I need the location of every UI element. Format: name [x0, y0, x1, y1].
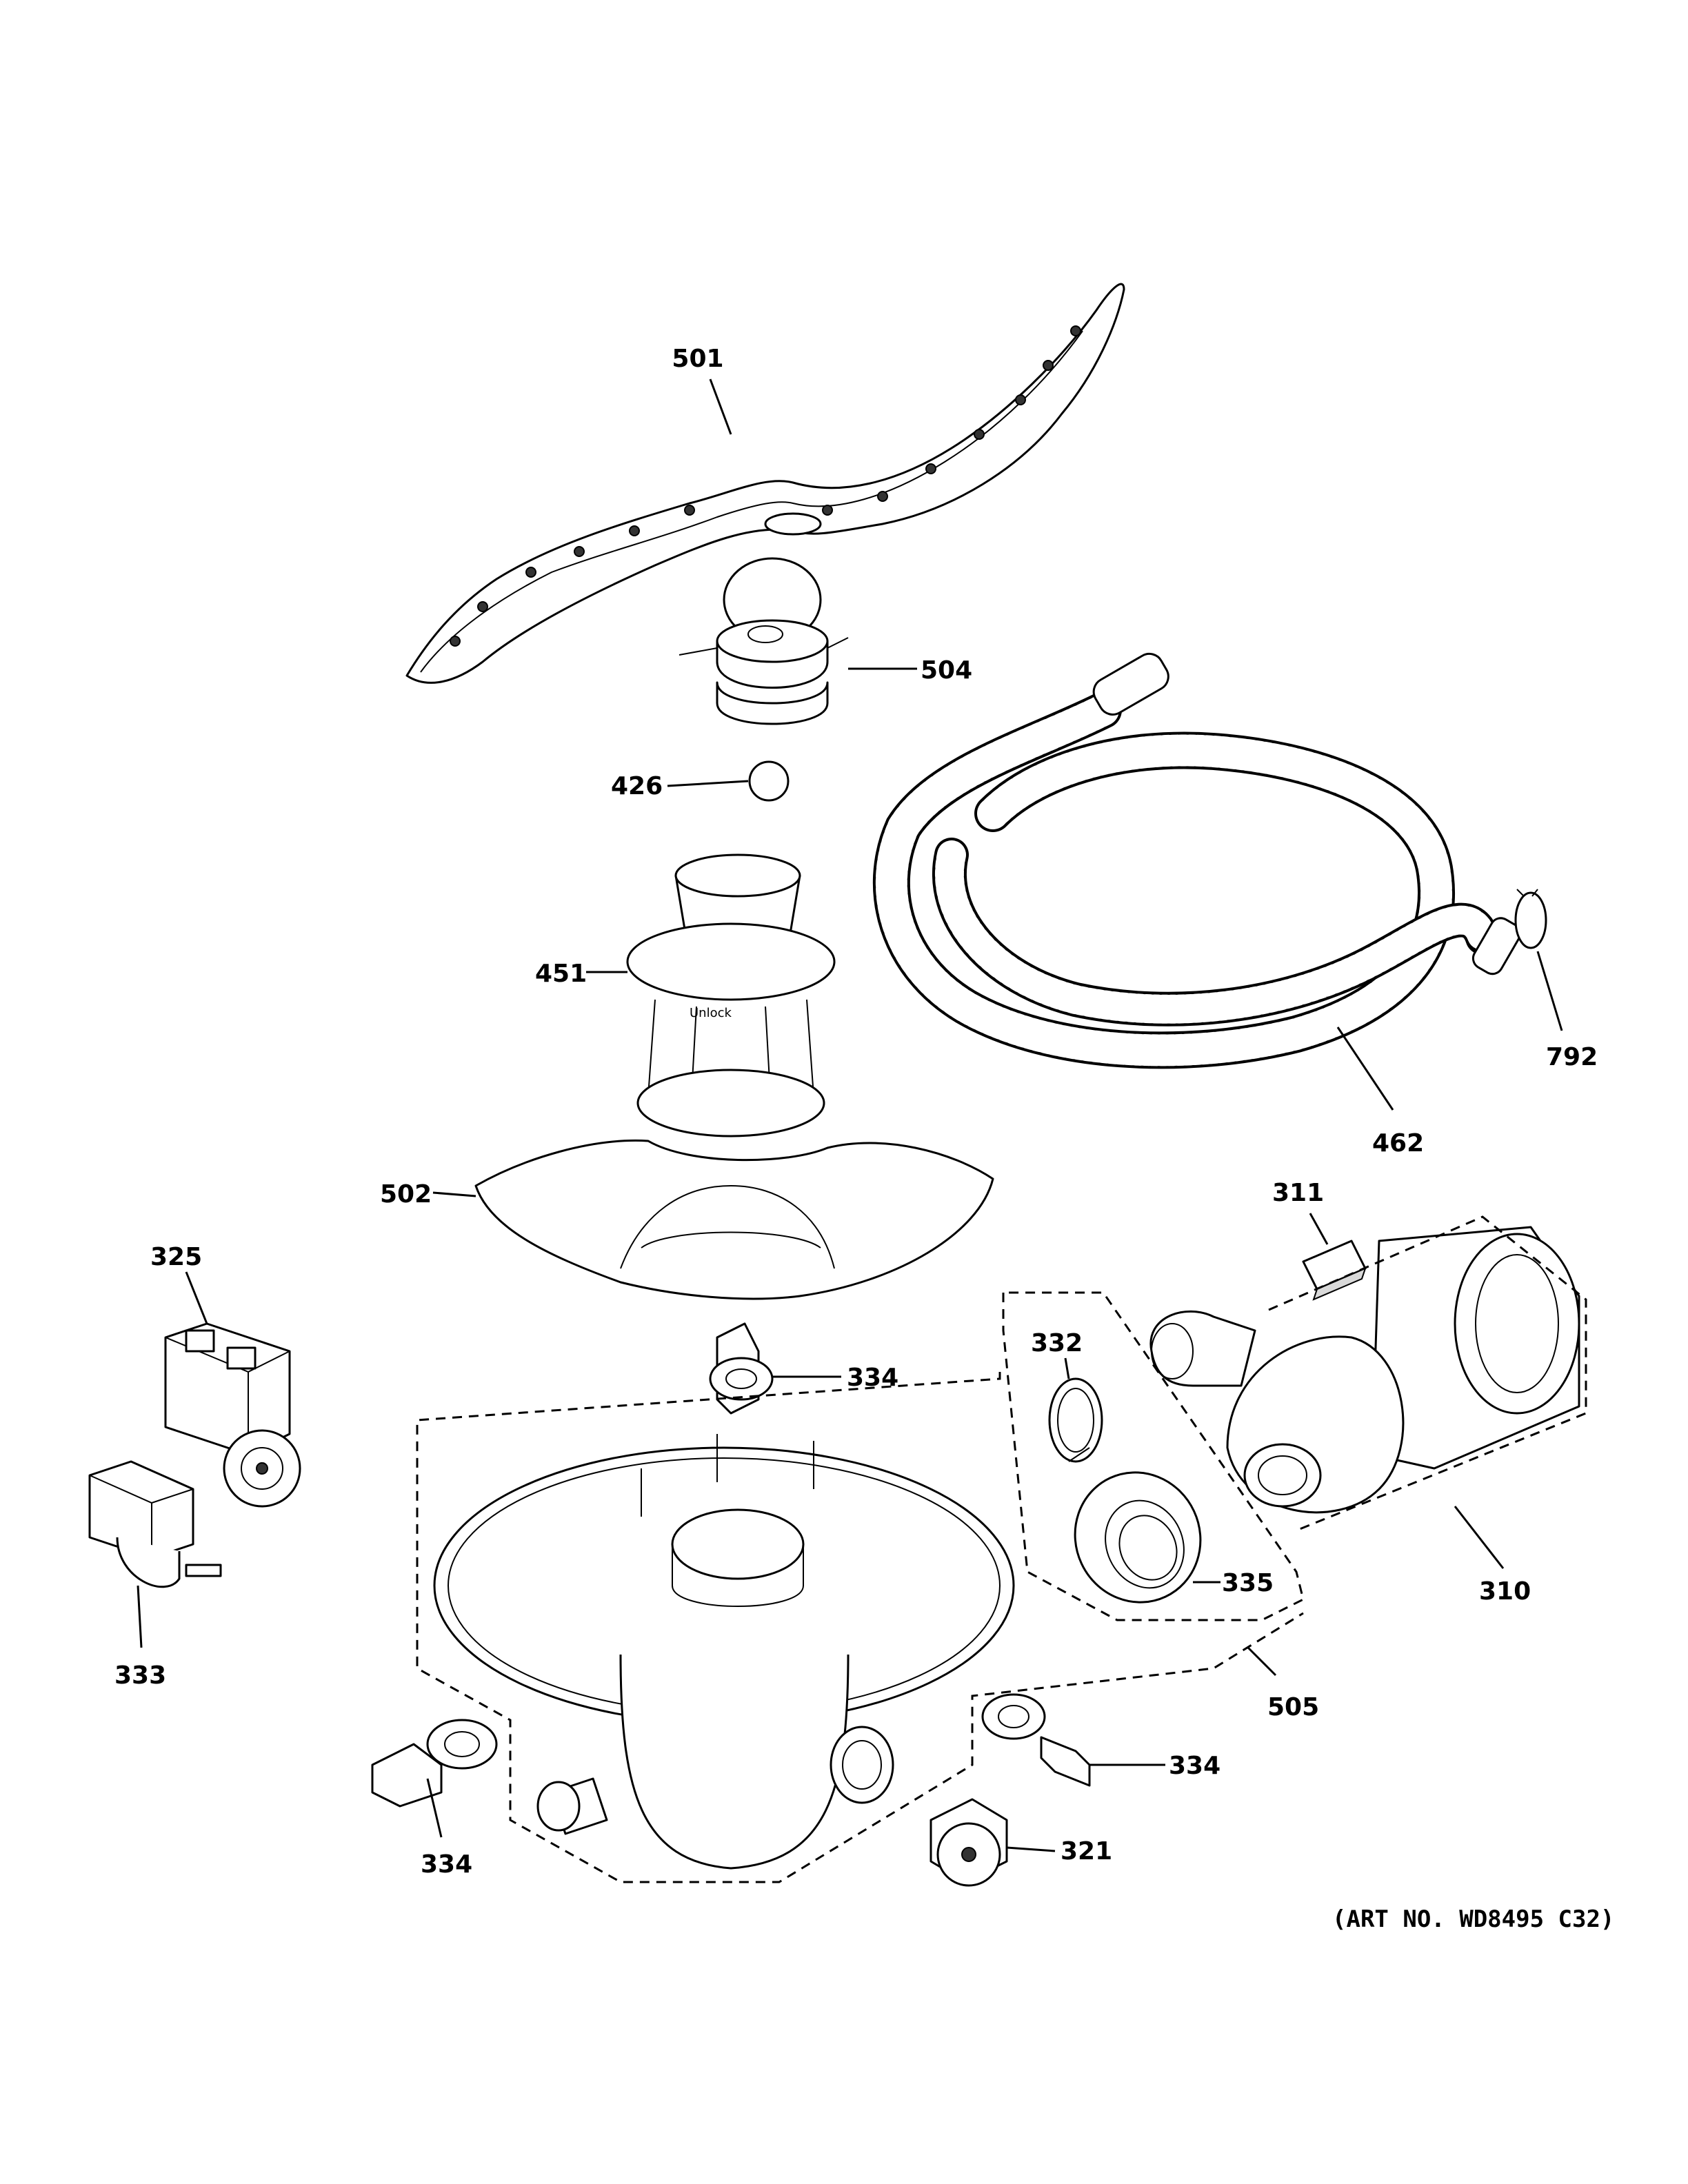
clamp-drawing [1048, 1377, 1103, 1463]
part-label-311: 311 [1272, 1179, 1324, 1207]
leader-321 [1006, 1846, 1056, 1852]
sump-bracket [416, 1372, 1304, 1883]
hose-clamp-drawing [1514, 889, 1547, 949]
actuator-drawing [88, 1460, 222, 1588]
part-label-334b: 334 [1169, 1752, 1220, 1780]
valve-drawing [164, 1322, 301, 1508]
part-label-502: 502 [380, 1180, 432, 1209]
leader-310 [1454, 1506, 1505, 1569]
part-label-310: 310 [1479, 1577, 1531, 1606]
part-label-333: 333 [114, 1661, 166, 1690]
svg-text:Unlock: Unlock [690, 1006, 732, 1020]
spray-arm-hub-drawing [679, 557, 849, 725]
clip-top-drawing [709, 1322, 774, 1415]
part-label-504: 504 [921, 656, 972, 685]
leader-505 [1247, 1646, 1277, 1677]
leader-792 [1536, 951, 1563, 1031]
leader-334c [426, 1778, 443, 1838]
pump-clip-drawing [1302, 1240, 1367, 1301]
seal-drawing [1074, 1471, 1202, 1604]
sensor-drawing [930, 1798, 1008, 1887]
clip-right-drawing [981, 1693, 1091, 1787]
part-label-505: 505 [1267, 1693, 1319, 1721]
fine-filter-drawing [474, 1139, 994, 1300]
part-label-501: 501 [672, 345, 723, 373]
leader-462 [1336, 1027, 1394, 1111]
sump-drawing [433, 1434, 1015, 1870]
part-label-792: 792 [1546, 1043, 1598, 1071]
part-label-462: 462 [1372, 1129, 1424, 1157]
clip-left-drawing [371, 1719, 498, 1808]
part-label-451: 451 [535, 960, 587, 988]
leader-311 [1309, 1213, 1329, 1245]
part-label-426: 426 [611, 772, 663, 800]
spray-arm-drawing [405, 283, 1125, 684]
art-number: (ART NO. WD8495 C32) [1332, 1905, 1614, 1933]
filter-drawing: Unlock [626, 853, 836, 1138]
leader-332 [1064, 1357, 1070, 1379]
leader-325 [185, 1271, 208, 1324]
part-label-325: 325 [150, 1243, 202, 1271]
part-label-332: 332 [1031, 1329, 1083, 1357]
part-label-334c: 334 [421, 1850, 472, 1879]
leader-502 [432, 1191, 476, 1197]
leader-501 [709, 378, 732, 435]
leader-333 [137, 1585, 143, 1648]
leader-426 [667, 780, 749, 787]
drain-hose-drawing [872, 652, 1521, 1069]
part-label-335: 335 [1222, 1569, 1274, 1597]
sub-bracket [1002, 1291, 1305, 1621]
pump-motor-drawing [1149, 1226, 1580, 1514]
ball-drawing [748, 760, 790, 802]
pump-bracket [1268, 1215, 1587, 1532]
part-label-321: 321 [1061, 1837, 1112, 1866]
